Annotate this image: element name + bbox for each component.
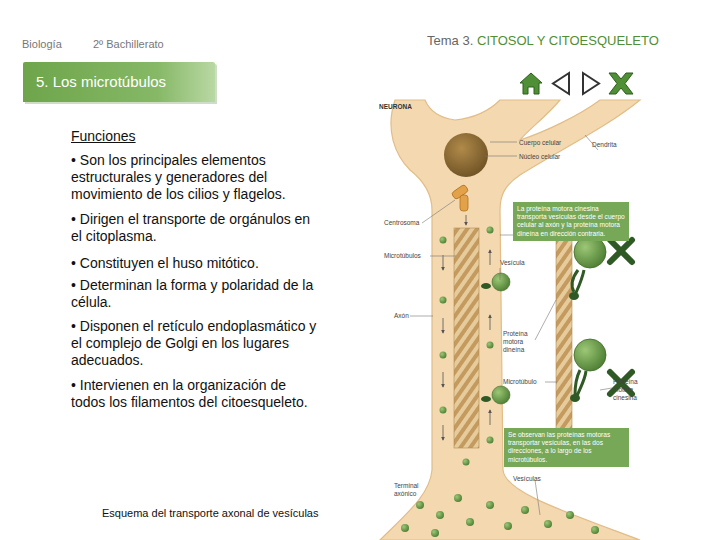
microtubule-zoom — [556, 225, 572, 430]
section-heading: Funciones — [71, 128, 136, 145]
centriole — [460, 195, 468, 211]
arrow — [490, 315, 491, 330]
figure-caption: Esquema del transporte axonal de vesícul… — [102, 507, 318, 519]
part-label: Vesículas — [513, 475, 541, 483]
next-icon — [583, 73, 599, 94]
bullet-text: • Constituyen el huso mitótico. — [71, 255, 319, 272]
vesicle — [463, 459, 470, 466]
leader-line — [422, 200, 455, 223]
part-label: Centrosoma — [384, 219, 419, 227]
neuron — [380, 100, 640, 540]
leader-line — [410, 316, 433, 317]
unit-title: CITOSOL Y CITOESQUELETO — [477, 33, 659, 49]
bullet-text: • Disponen el retículo endoplasmático y … — [71, 318, 319, 369]
centrosome — [451, 184, 469, 211]
title-tab: 5. Los microtúbulos — [23, 62, 215, 102]
bullet-text: • Determinan la forma y polaridad de la … — [71, 277, 319, 311]
vesicle — [401, 524, 409, 532]
axon-vesicles — [440, 227, 494, 466]
vesicle — [440, 352, 447, 359]
vesicle — [492, 273, 510, 291]
vesicle — [486, 501, 494, 509]
nav-icons — [520, 73, 633, 94]
vesicle — [487, 227, 494, 234]
vesicle — [591, 526, 599, 534]
vesicle — [431, 529, 439, 537]
leader-line — [500, 268, 501, 280]
motor-head — [570, 394, 580, 402]
vesicle — [521, 506, 529, 514]
leader-line — [545, 382, 557, 383]
bullet-text: • Intervienen en la organización de todo… — [71, 377, 319, 411]
vesicle — [436, 511, 444, 519]
leader-line — [600, 388, 612, 390]
microtubule — [454, 228, 479, 448]
part-label: Microtúbulos — [384, 252, 421, 260]
nucleus — [444, 133, 488, 177]
leader-line — [500, 235, 513, 236]
part-label: Vesícula — [500, 259, 525, 267]
kinesin-motor — [575, 370, 586, 396]
vesicle — [544, 520, 552, 528]
arrow — [443, 255, 444, 270]
vesicle — [492, 386, 510, 404]
course-name: 2º Bachillerato — [93, 38, 164, 51]
arrow — [443, 318, 444, 333]
leader-line — [485, 156, 517, 157]
vesicle-zoom — [574, 339, 606, 371]
note-text: Se observan las proteínas motoras transp… — [508, 431, 625, 464]
vesicle — [440, 407, 447, 414]
neuron-body — [380, 100, 640, 540]
motor-proteins — [481, 236, 632, 404]
subject-name: Biología — [22, 38, 62, 51]
vesicle — [440, 297, 447, 304]
arrow — [466, 215, 467, 225]
leader-line — [535, 300, 556, 340]
vesicle — [487, 437, 494, 444]
vesicle — [454, 494, 462, 502]
motor — [481, 283, 491, 289]
part-label: Microtúbulo — [503, 378, 537, 386]
home-icon — [520, 73, 542, 94]
close-icon — [609, 73, 633, 94]
note-box: La proteína motora cinesina transporta v… — [513, 202, 629, 241]
section-title: 5. Los microtúbulos — [36, 73, 166, 90]
note-box: Se observan las proteínas motoras transp… — [504, 428, 629, 467]
part-label: Núcleo celular — [519, 153, 560, 161]
dynein-motor — [572, 270, 584, 295]
leader-line — [535, 480, 540, 515]
vesicle — [487, 342, 494, 349]
vesicle — [440, 237, 447, 244]
vesicle — [504, 522, 512, 530]
vesicle — [566, 511, 574, 519]
motor-head — [569, 292, 579, 300]
note-text: La proteína motora cinesina transporta v… — [517, 205, 625, 238]
part-label: Dendrita — [592, 141, 617, 149]
arrow — [490, 250, 491, 265]
leader-line — [430, 256, 456, 257]
figure-title: NEURONA — [379, 103, 412, 111]
bullet-text: • Son los principales elementos estructu… — [71, 152, 319, 203]
direction-arrows — [443, 215, 490, 440]
unit-number: Tema 3. — [427, 33, 473, 49]
arrow — [490, 410, 491, 425]
part-label: Axón — [394, 312, 409, 320]
vesicle — [466, 518, 474, 526]
vesicle — [416, 501, 424, 509]
motor — [481, 396, 491, 402]
part-label: Proteína motora dineína — [503, 330, 535, 354]
dynein-motor — [610, 240, 632, 262]
part-label: Cuerpo celular — [519, 139, 561, 147]
terminal-vesicles — [401, 494, 599, 537]
bullet-text: • Dirigen el transporte de orgánulos en … — [71, 211, 319, 245]
prev-icon — [553, 73, 569, 94]
part-label: Proteína motora cinesina — [613, 378, 647, 402]
arrow — [443, 372, 444, 387]
part-label: Terminal axónico — [394, 482, 430, 498]
arrow — [443, 425, 444, 440]
leader-line — [490, 142, 517, 143]
